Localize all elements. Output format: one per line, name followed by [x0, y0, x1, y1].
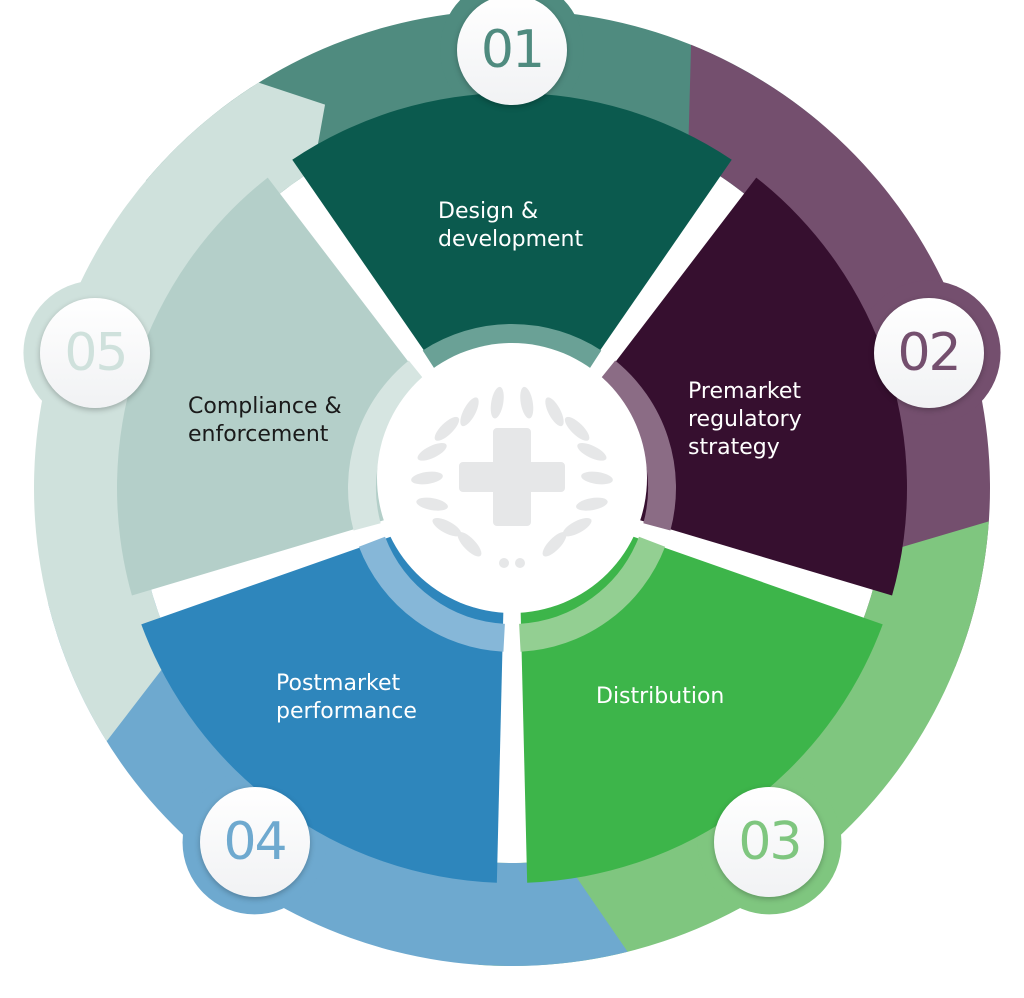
dot-icon: [499, 558, 509, 568]
stage-01-sector: [292, 92, 732, 478]
laurel-leaf-icon: [432, 517, 462, 537]
laurel-leaf-icon: [417, 442, 447, 461]
stage-02-number-badge: 02: [873, 297, 984, 408]
stage-01-number-badge: 01: [457, 0, 567, 105]
laurel-leaf-icon: [545, 397, 564, 427]
laurel-leaf-icon: [520, 386, 534, 419]
laurel-leaf-icon: [542, 532, 567, 557]
stage-05-label: Compliance & enforcement: [188, 394, 342, 447]
stage-04-number-badge: 04: [199, 787, 310, 898]
laurel-leaf-icon: [416, 497, 448, 511]
laurel-leaf-icon: [576, 497, 608, 511]
stage-04-inner-ring: [358, 536, 506, 652]
stage-05-arrow-band: [34, 82, 326, 742]
stage-03-number-badge: 03: [714, 787, 825, 898]
medical-cross-laurel-icon: [411, 386, 613, 568]
cross-icon: [459, 428, 565, 526]
stage-03-label: Distribution: [596, 684, 725, 709]
stage-03-inner-ring: [518, 536, 666, 652]
stage-02-inner-ring: [597, 360, 676, 531]
laurel-leaf-icon: [577, 442, 607, 461]
laurel-leaf-icon: [457, 532, 482, 557]
stage-05-inner-ring: [348, 360, 427, 531]
laurel-leaf-icon: [460, 397, 479, 427]
laurel-leaf-icon: [434, 416, 460, 441]
laurel-leaf-icon: [564, 416, 590, 441]
laurel-leaf-icon: [411, 471, 443, 485]
stage-01-inner-ring: [422, 324, 602, 375]
stage-05-number-badge: 05: [40, 297, 151, 408]
laurel-leaf-icon: [562, 517, 592, 537]
dot-icon: [515, 558, 525, 568]
laurel-leaf-icon: [581, 471, 613, 485]
stage-02-label: Premarket regulatory strategy: [688, 379, 802, 460]
laurel-leaf-icon: [490, 386, 504, 419]
stage-04-label: Postmarket performance: [276, 671, 417, 724]
stage-01-label: Design & development: [438, 199, 584, 252]
